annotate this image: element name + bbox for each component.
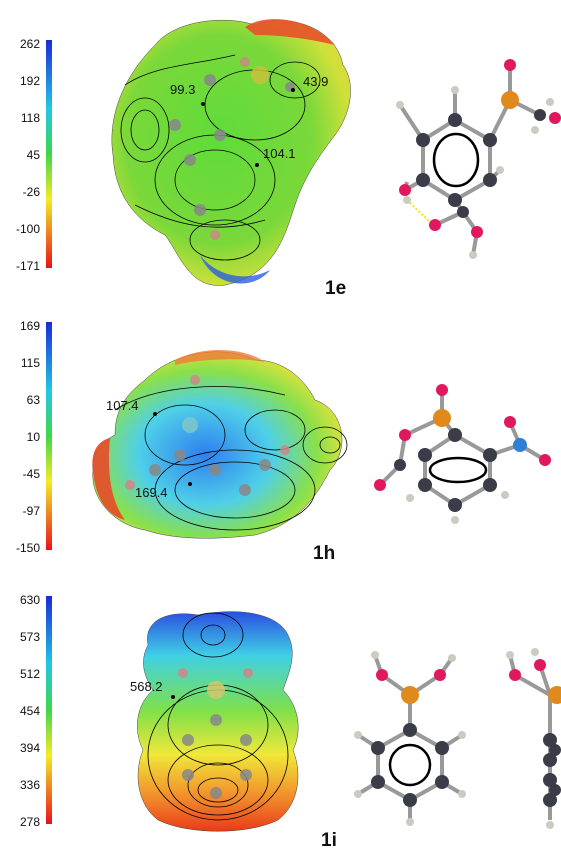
scale-tick: 10 (26, 430, 40, 444)
scale-tick: -26 (22, 185, 40, 199)
esp-surface-1e (111, 19, 351, 286)
scale-tick: -150 (15, 541, 40, 555)
scale-tick: 45 (26, 148, 40, 162)
color-bar (46, 322, 52, 550)
color-scale-1h: 169 115 63 10 -45 -97 -150 (0, 319, 62, 555)
panel-1i: 630 573 512 454 394 336 278 568.2 1i (0, 580, 561, 852)
molecule-label-1i: 1i (321, 830, 337, 851)
esp-value-label: 107.4 (106, 398, 139, 413)
scale-tick: 573 (19, 630, 40, 644)
color-bar (46, 40, 52, 268)
scale-tick: 336 (19, 778, 40, 792)
scale-tick: 454 (19, 704, 40, 718)
panel-1h: 169 115 63 10 -45 -97 -150 107.4 169. (0, 300, 561, 580)
esp-value-label: 104.1 (263, 146, 296, 161)
scale-tick: 512 (19, 667, 40, 681)
scale-tick: 278 (19, 815, 40, 829)
esp-value-label: 43.9 (303, 74, 329, 89)
scale-tick: 630 (19, 593, 40, 607)
ball-stick-model-1h (374, 384, 551, 524)
scale-tick: 169 (19, 319, 40, 333)
scale-tick: -97 (22, 504, 40, 518)
scale-tick: 394 (19, 741, 40, 755)
scale-tick: 262 (19, 37, 40, 51)
scale-tick: -45 (22, 467, 40, 481)
scale-tick: -171 (15, 259, 40, 273)
esp-value-label: 568.2 (130, 679, 163, 694)
ball-stick-model-1i-side (506, 648, 561, 829)
scale-tick: -100 (15, 222, 40, 236)
esp-surface-1i (137, 611, 299, 832)
molecule-label-1e: 1e (325, 278, 347, 299)
scale-tick: 63 (26, 393, 40, 407)
scale-tick: 192 (19, 74, 40, 88)
esp-value-label: 99.3 (170, 82, 196, 97)
ball-stick-model-1i (354, 651, 466, 826)
color-bar (46, 596, 52, 824)
scale-tick: 118 (20, 111, 40, 125)
esp-surface-1h (92, 350, 348, 539)
molecule-label-1h: 1h (313, 543, 336, 564)
scale-tick: 115 (20, 356, 40, 370)
color-scale-1e: 262 192 118 45 -26 -100 -171 (0, 37, 62, 272)
ball-stick-model-1e (396, 59, 561, 259)
color-scale-1i: 630 573 512 454 394 336 278 (0, 593, 62, 829)
panel-1e: 262 192 118 45 -26 -100 -171 (0, 0, 561, 300)
esp-value-label: 169.4 (135, 485, 168, 500)
